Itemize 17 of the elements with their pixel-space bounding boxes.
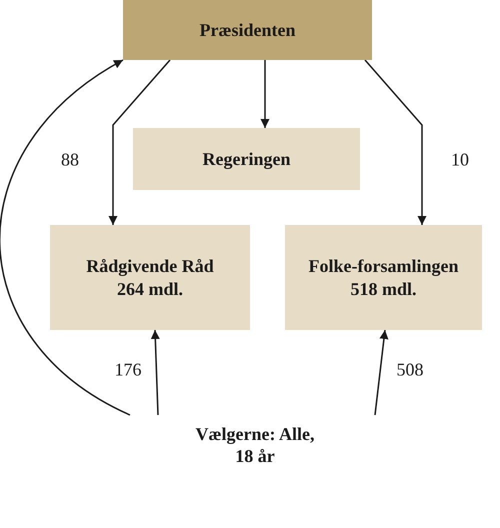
- process-box: [50, 225, 250, 330]
- arrow: [150, 330, 160, 416]
- node-label: 518 mdl.: [350, 278, 416, 300]
- node-label: Vælgerne: Alle, 18 år: [195, 422, 315, 468]
- node-label: Folke-forsamlingen: [308, 255, 458, 278]
- arrow: [0, 59, 130, 416]
- arrow: [374, 330, 388, 416]
- arrow: [260, 60, 270, 128]
- process-box: [133, 128, 360, 190]
- arrow: [364, 60, 426, 225]
- node-label: 264 mdl.: [116, 278, 183, 300]
- process-box: [285, 225, 482, 330]
- node-label: Regeringen: [202, 148, 290, 170]
- node-label: Præsidenten: [200, 18, 296, 42]
- node-label: Rådgivende Råd: [86, 255, 214, 278]
- arrow: [108, 60, 171, 225]
- process-box: [123, 0, 372, 60]
